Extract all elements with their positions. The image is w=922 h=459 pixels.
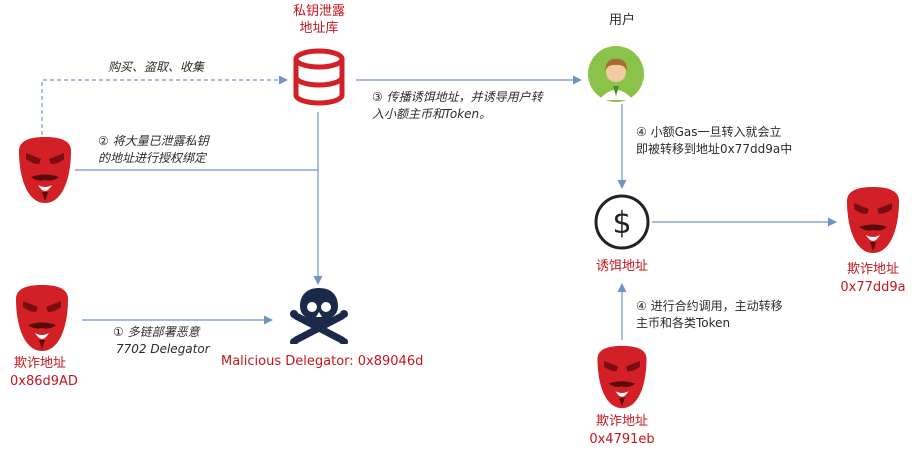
edge-label-spread-line2: 入小额主币和Token。 bbox=[372, 107, 492, 121]
edge-label-small-gas-line2: 即被转移到地址0x77dd9a中 bbox=[636, 142, 793, 156]
attacker-left-label: 欺诈地址 bbox=[14, 356, 67, 371]
svg-text:$: $ bbox=[612, 206, 631, 241]
leak-db-label-line2: 地址库 bbox=[299, 21, 339, 36]
anonymous-mask-icon bbox=[19, 137, 71, 203]
edge-label-bind-auth-line1: ② 将大量已泄露私钥 bbox=[98, 134, 209, 148]
edge-label-small-gas-line1: ④ 小额Gas一旦转入就会立 bbox=[636, 125, 782, 139]
delegator-label: Malicious Delegator: 0x89046d bbox=[221, 354, 424, 369]
attacker-left-address: 0x86d9AD bbox=[10, 374, 78, 389]
anonymous-mask-icon bbox=[847, 187, 899, 253]
edge-label-deploy-line2: 7702 Delegator bbox=[116, 342, 210, 356]
edge-label-bind-auth-line2: 的地址进行授权绑定 bbox=[98, 151, 207, 165]
attacker-right-address: 0x77dd9a bbox=[840, 280, 906, 295]
delegator-node bbox=[288, 286, 350, 346]
leak-db-node bbox=[286, 46, 352, 108]
attacker-top-node bbox=[17, 135, 73, 205]
leak-db-label-line1: 私钥泄露 bbox=[292, 4, 345, 19]
edge-buy-steal-collect bbox=[41, 75, 288, 135]
attacker-bottom-address: 0x4791eb bbox=[589, 432, 655, 447]
user-avatar-icon bbox=[588, 46, 644, 102]
attacker-right-label: 欺诈地址 bbox=[846, 262, 899, 277]
attacker-bottom-label: 欺诈地址 bbox=[595, 414, 648, 429]
bait-label: 诱饵地址 bbox=[595, 259, 648, 274]
skull-crossbones-icon bbox=[290, 288, 348, 346]
attacker-bottom-node bbox=[594, 344, 650, 410]
bait-node: $ bbox=[592, 192, 652, 252]
edge-label-spread-line1: ③ 传播诱饵地址，并诱导用户转 bbox=[372, 90, 543, 104]
user-node bbox=[586, 44, 646, 104]
attacker-left-node bbox=[14, 283, 70, 353]
user-label: 用户 bbox=[608, 13, 635, 28]
dollar-coin-icon: $ bbox=[594, 194, 650, 250]
database-icon bbox=[293, 48, 345, 106]
edge-label-deploy-line1: ① 多链部署恶意 bbox=[113, 325, 200, 339]
attacker-right-node bbox=[845, 185, 901, 255]
edge-label-contract-call-line1: ④ 进行合约调用，主动转移 bbox=[636, 299, 783, 313]
anonymous-mask-icon bbox=[16, 285, 68, 351]
edge-label-contract-call-line2: 主币和各类Token bbox=[636, 316, 731, 330]
anonymous-mask-icon bbox=[597, 345, 647, 409]
edge-label-buy-steal-collect: 购买、盗取、收集 bbox=[108, 60, 205, 74]
